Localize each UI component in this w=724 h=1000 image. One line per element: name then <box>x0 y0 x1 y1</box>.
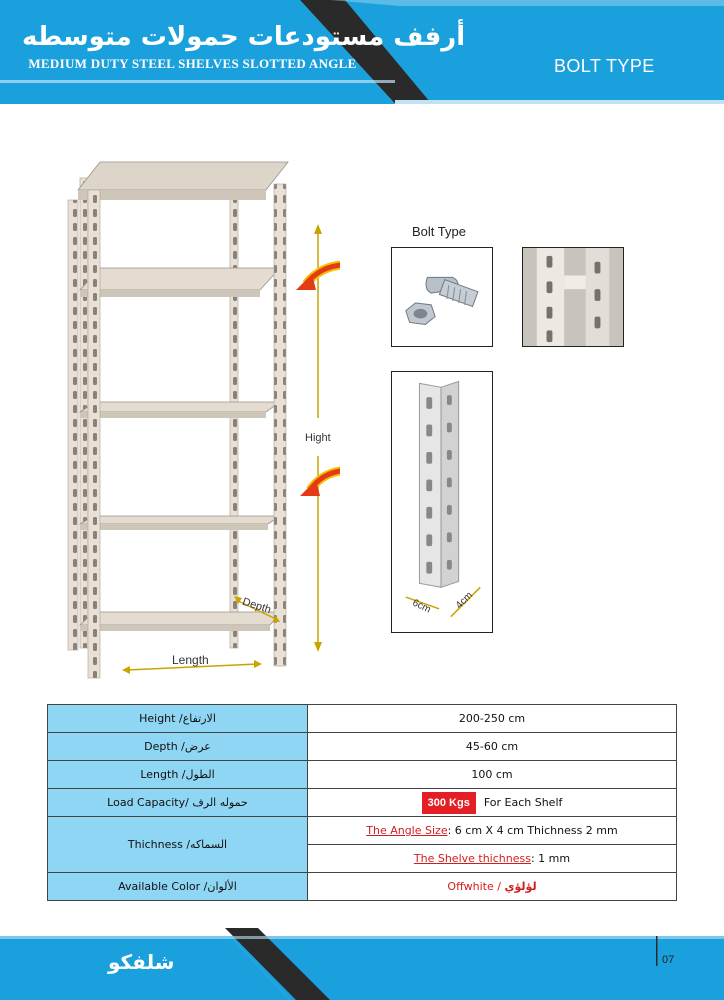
header-banner <box>0 0 724 104</box>
brand-logo: شلفكو <box>108 950 175 974</box>
table-row: Depth /عرض 45-60 cm <box>47 732 677 761</box>
page-number: 07 <box>662 954 675 966</box>
spec-label: Depth /عرض <box>47 732 308 761</box>
table-row: Length /الطول 100 cm <box>47 760 677 789</box>
load-capacity-value: 300 Kgs For Each Shelf <box>307 788 677 817</box>
load-capacity-label: Load Capacity/ حموله الرف <box>47 788 308 817</box>
spec-label: Height /الارتفاع <box>47 704 308 733</box>
spec-value: 100 cm <box>307 760 677 789</box>
height-label: Hight <box>305 432 331 444</box>
shelf-diagram <box>67 161 340 679</box>
spec-value: 45-60 cm <box>307 732 677 761</box>
bolt-photo <box>391 247 493 347</box>
bolt-closeup-photo <box>522 247 624 347</box>
spec-label: Length /الطول <box>47 760 308 789</box>
english-title: MEDIUM DUTY STEEL SHELVES SLOTTED ANGLE <box>28 56 357 71</box>
color-value: Offwhite / لؤلؤي <box>307 872 677 901</box>
load-badge: 300 Kgs <box>421 791 476 814</box>
table-row: Available Color /الألوان Offwhite / لؤلؤ… <box>47 872 677 901</box>
spec-value: 200-250 cm <box>307 704 677 733</box>
table-row: Height /الارتفاع 200-250 cm <box>47 704 677 733</box>
section-title: BOLT TYPE <box>554 56 655 76</box>
length-label: Length <box>172 653 209 667</box>
bolt-type-title: Bolt Type <box>412 224 466 239</box>
angle-size-value: The Angle Size: 6 cm X 4 cm Thichness 2 … <box>307 816 677 845</box>
angle-profile-photo <box>391 371 493 633</box>
table-row: Load Capacity/ حموله الرف 300 Kgs For Eac… <box>47 788 677 817</box>
arabic-title: أرفف مستودعات حمولات متوسطه <box>22 22 466 52</box>
shelve-thickness-value: The Shelve thichness: 1 mm <box>307 844 677 873</box>
spec-table: Height /الارتفاع 200-250 cm Depth /عرض 4… <box>47 704 677 901</box>
footer-banner <box>0 928 724 1000</box>
table-row: Thichness /السماكه The Angle Size: 6 cm … <box>47 816 677 873</box>
color-value-ar: لؤلؤي <box>504 880 537 893</box>
color-label: Available Color /الألوان <box>47 872 308 901</box>
angle-size-link[interactable]: The Angle Size <box>366 824 448 837</box>
shelve-thickness-link[interactable]: The Shelve thichness <box>413 852 531 865</box>
shelve-thickness-text: : 1 mm <box>530 852 571 865</box>
thickness-label: Thichness /السماكه <box>47 816 308 873</box>
table-row: The Shelve thichness: 1 mm <box>48 844 677 873</box>
load-suffix: For Each Shelf <box>483 795 563 809</box>
angle-size-text: : 6 cm X 4 cm Thichness 2 mm <box>447 824 618 837</box>
color-value-en: Offwhite / <box>447 880 501 893</box>
